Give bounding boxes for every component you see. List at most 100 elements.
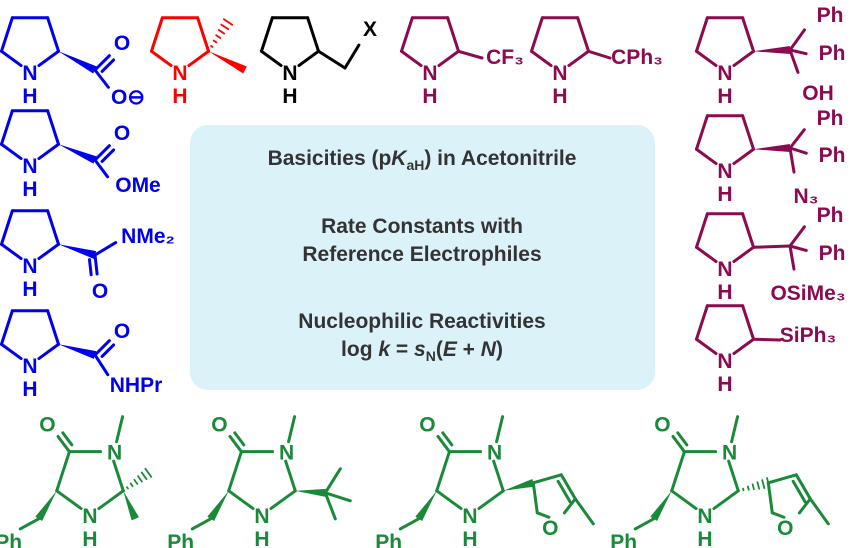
bond (149, 49, 173, 68)
bond (227, 450, 243, 493)
center-line-reference-electrophiles: Reference Electrophiles (302, 243, 541, 266)
bond (0, 242, 23, 261)
wedge-bond (58, 51, 97, 74)
bond (217, 29, 226, 35)
bond (788, 128, 806, 150)
hydrogen-label: H (282, 85, 297, 108)
nitrogen-label: N (22, 355, 37, 378)
center-line-nucleophilic-reactivities: Nucleophilic Reactivities (298, 310, 545, 333)
bond (228, 434, 243, 454)
bond (93, 68, 110, 89)
nitrogen-label: N (717, 160, 732, 183)
nitrogen-label: N (22, 155, 37, 178)
hydrogen-label: H (717, 183, 732, 206)
bond (399, 16, 414, 53)
bond (694, 337, 718, 356)
nitrogen-label: N (22, 255, 37, 278)
bond (435, 450, 451, 493)
bond (671, 434, 686, 454)
bond (435, 489, 463, 511)
bond (259, 16, 274, 53)
bond (676, 431, 689, 447)
bond (694, 49, 718, 68)
bond (46, 209, 61, 246)
bond (0, 16, 14, 53)
bond (712, 489, 740, 511)
center-line-rate-constants: Rate Constants with (321, 215, 523, 238)
bond (727, 459, 740, 493)
bond (233, 431, 246, 447)
wedge-bond (35, 490, 57, 521)
center-line-basicities: Basicities (pKaH) in Acetonitrile (268, 147, 577, 173)
bond (343, 43, 361, 70)
bond (670, 450, 686, 493)
bond (752, 337, 782, 342)
atom-label: SiPh₃ (780, 324, 836, 347)
bond (93, 253, 99, 276)
bond (46, 309, 61, 346)
central-info-box (190, 125, 655, 390)
nitrogen-label: N (697, 505, 712, 528)
bond (495, 415, 505, 444)
atom-label: N₃ (794, 185, 819, 208)
bond (756, 481, 761, 490)
bond (284, 459, 297, 493)
nitrogen-label: N (717, 62, 732, 85)
bond (0, 309, 14, 346)
bond (633, 517, 656, 531)
bond (61, 431, 74, 447)
phenyl-label: Ph (167, 531, 194, 548)
nitrogen-label: N (422, 62, 437, 85)
hydrogen-label: H (697, 528, 712, 548)
bond (215, 34, 222, 39)
bond (457, 49, 484, 60)
hydrogen-label: H (717, 373, 732, 396)
bond (441, 431, 454, 447)
hydrogen-label: H (22, 378, 37, 401)
atom-label: Ph (817, 204, 844, 227)
bond (694, 212, 709, 249)
bond (210, 45, 214, 48)
furan-oxygen-label: O (542, 517, 558, 540)
bond (93, 144, 111, 162)
bond (732, 147, 756, 166)
bond (220, 23, 230, 31)
atom-label: O (114, 122, 130, 145)
wedge-bond (650, 490, 672, 521)
bond (93, 54, 111, 72)
wedge-bond (58, 144, 97, 164)
bond (212, 39, 218, 44)
bond (562, 497, 577, 515)
bond (531, 473, 563, 485)
bond (0, 342, 23, 361)
bond (741, 16, 756, 53)
atom-label: Ph (819, 144, 846, 167)
bond (129, 482, 134, 488)
bond (732, 49, 756, 68)
hydrogen-label: H (717, 281, 732, 304)
nitrogen-label: N (487, 442, 502, 465)
bond (694, 304, 709, 341)
bond (196, 16, 211, 53)
bond (55, 489, 83, 511)
bond (529, 16, 544, 53)
bond (477, 489, 505, 511)
bond (556, 479, 572, 504)
atom-label: O (114, 320, 130, 343)
bond (323, 467, 342, 495)
nitrogen-label: N (82, 505, 97, 528)
bond (788, 28, 806, 52)
nitrogen-label: N (22, 62, 37, 85)
bond (37, 49, 61, 68)
bond (398, 517, 421, 531)
bond (100, 58, 116, 73)
hydrogen-label: H (717, 85, 732, 108)
hydrogen-label: H (462, 528, 477, 548)
wedge-bond (295, 488, 326, 497)
phenyl-label: Ph (0, 531, 22, 548)
furan-oxygen-label: O (777, 517, 793, 540)
nitrogen-label: N (282, 62, 297, 85)
bond (306, 16, 321, 53)
bond (97, 489, 125, 511)
